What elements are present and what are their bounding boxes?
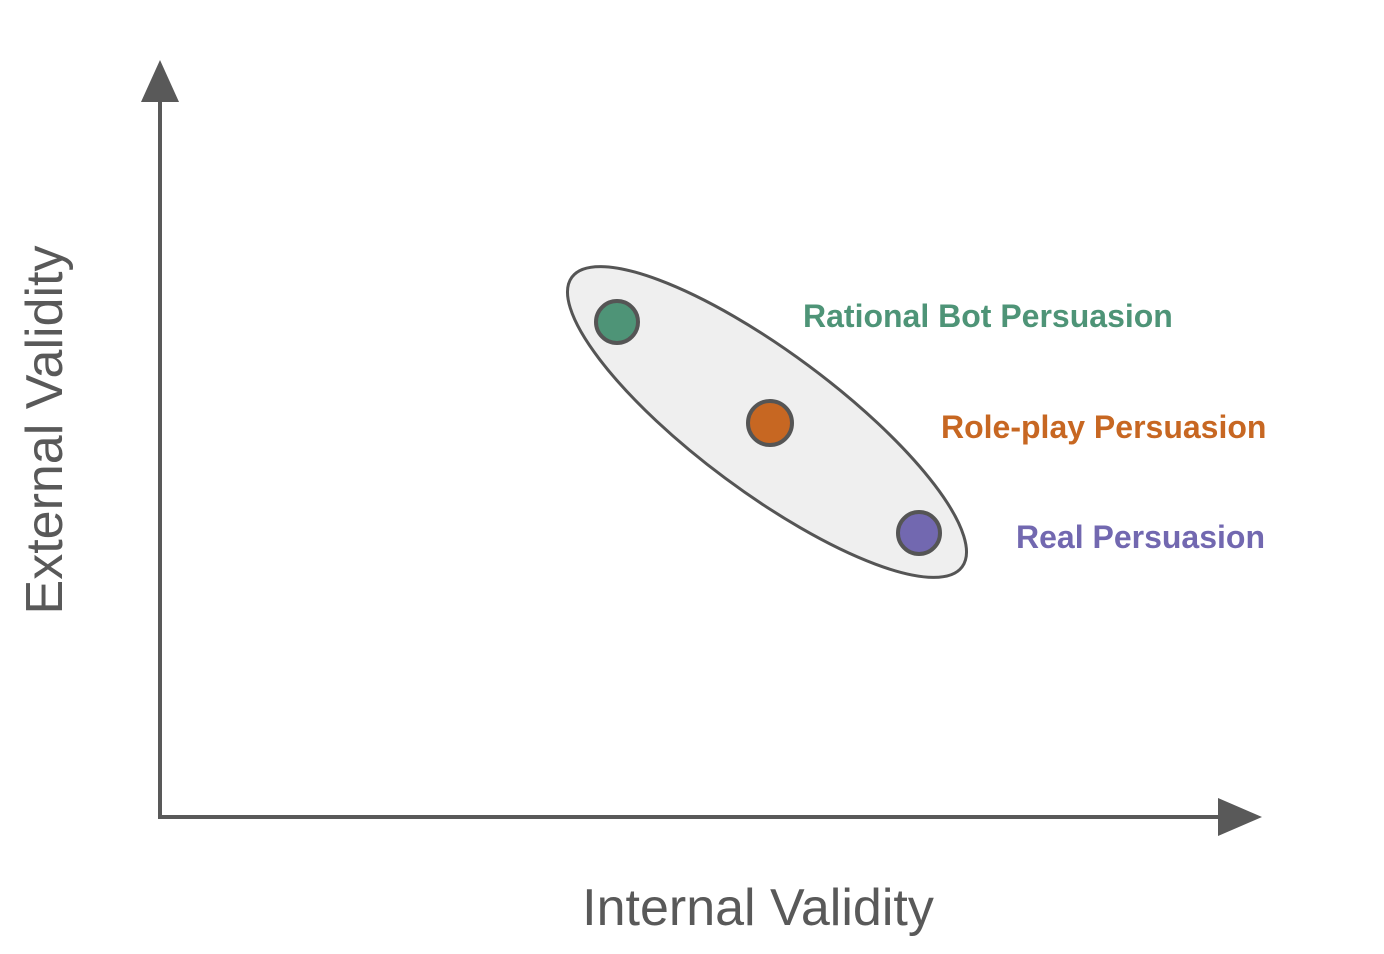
series-label-real-persuasion: Real Persuasion bbox=[1016, 519, 1265, 555]
axes-group bbox=[141, 60, 1262, 836]
series-labels-group: Rational Bot Persuasion Role-play Persua… bbox=[803, 298, 1266, 555]
series-label-rational-bot-persuasion: Rational Bot Persuasion bbox=[803, 298, 1173, 334]
x-axis-title: Internal Validity bbox=[582, 879, 934, 937]
data-point-real-persuasion[interactable] bbox=[896, 510, 942, 556]
y-axis-arrowhead-icon bbox=[141, 60, 179, 102]
y-axis-title: External Validity bbox=[16, 246, 74, 615]
data-point-role-play-persuasion[interactable] bbox=[746, 399, 794, 447]
series-label-role-play-persuasion: Role-play Persuasion bbox=[941, 409, 1266, 445]
data-points-group bbox=[594, 299, 942, 556]
x-axis-arrowhead-icon bbox=[1218, 798, 1262, 836]
data-point-rational-bot-persuasion[interactable] bbox=[594, 299, 640, 345]
